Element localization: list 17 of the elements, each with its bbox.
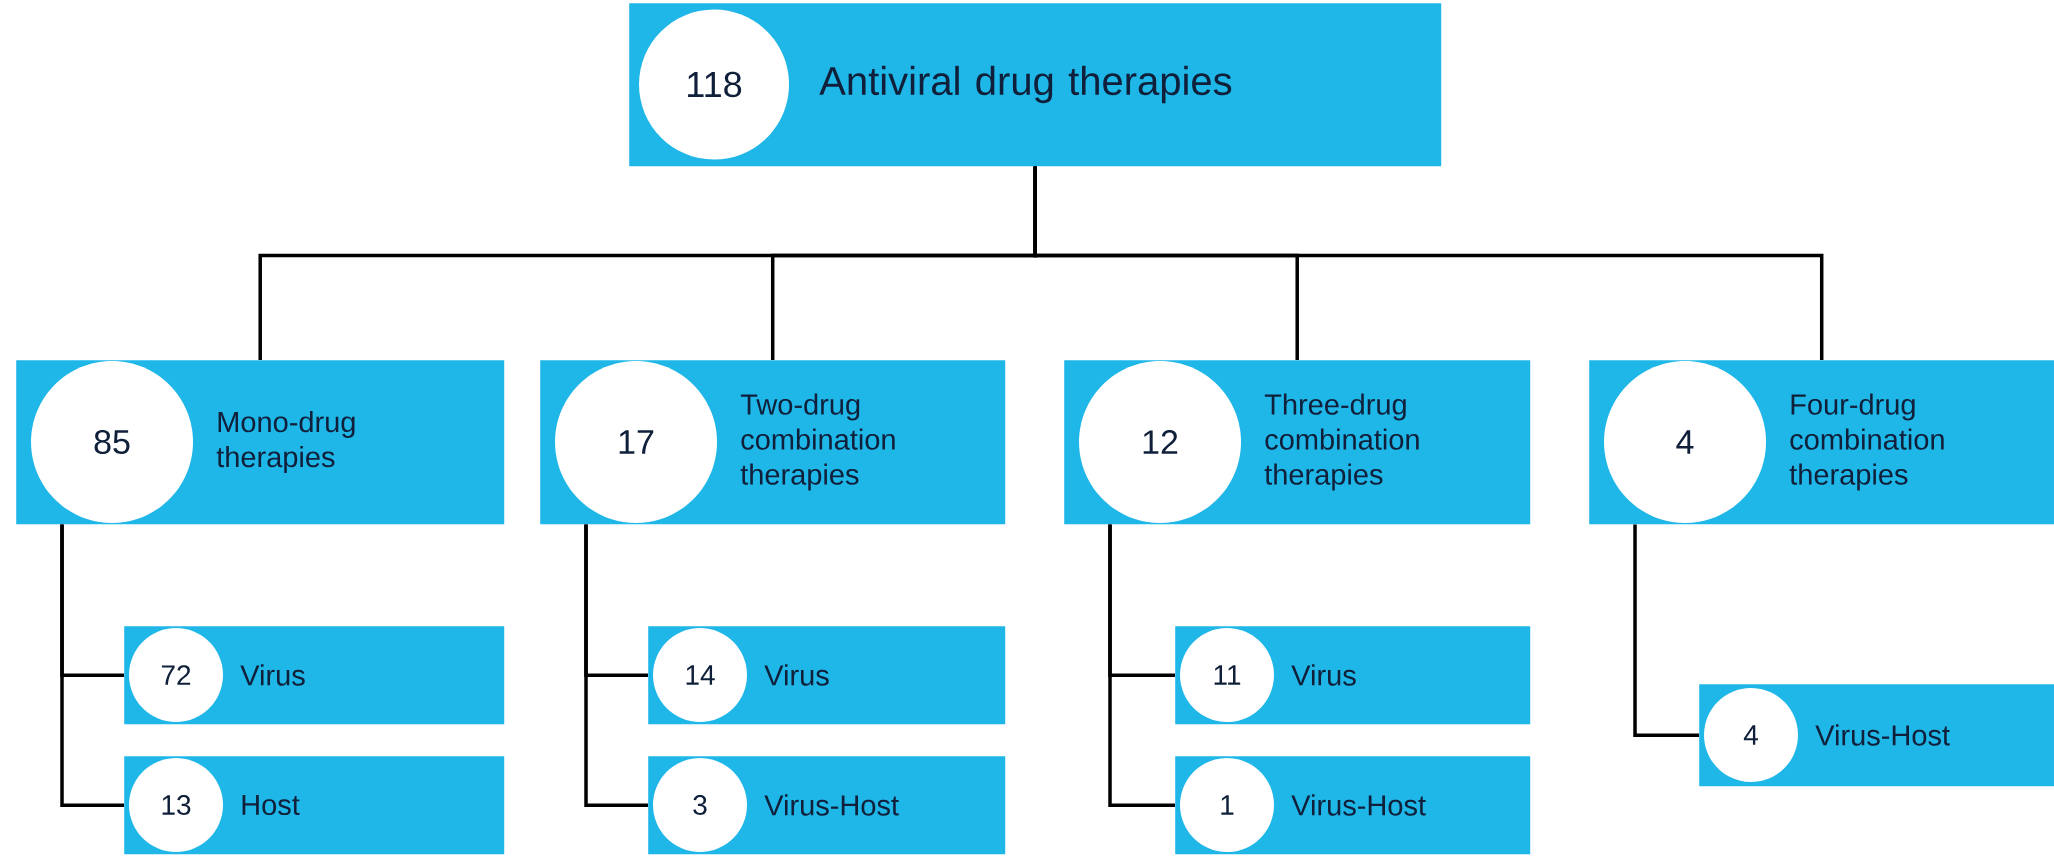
category-box: 17 Two-drug combination therapies <box>540 360 1006 525</box>
category-box: 3 Virus-Host <box>648 756 1006 855</box>
connector-line <box>1633 524 1699 737</box>
category-box: 1 Virus-Host <box>1175 756 1531 855</box>
category-box: 4 Virus-Host <box>1699 684 2054 787</box>
category-box: 11 Virus <box>1175 626 1531 725</box>
connector-line <box>1108 524 1175 807</box>
category-box: 4 Four-drug combination therapies <box>1589 360 2054 525</box>
category-box: 72 Virus <box>124 626 505 725</box>
category-box: 13 Host <box>124 756 505 855</box>
category-box: 12 Three-drug combination therapies <box>1064 360 1531 525</box>
connector-line <box>1033 166 1824 360</box>
connector-line <box>584 524 648 807</box>
category-box: 118 Antiviral drug therapies <box>629 3 1442 167</box>
connector-line <box>60 524 124 807</box>
category-box: 14 Virus <box>648 626 1006 725</box>
category-box: 85 Mono-drug therapies <box>16 360 505 525</box>
